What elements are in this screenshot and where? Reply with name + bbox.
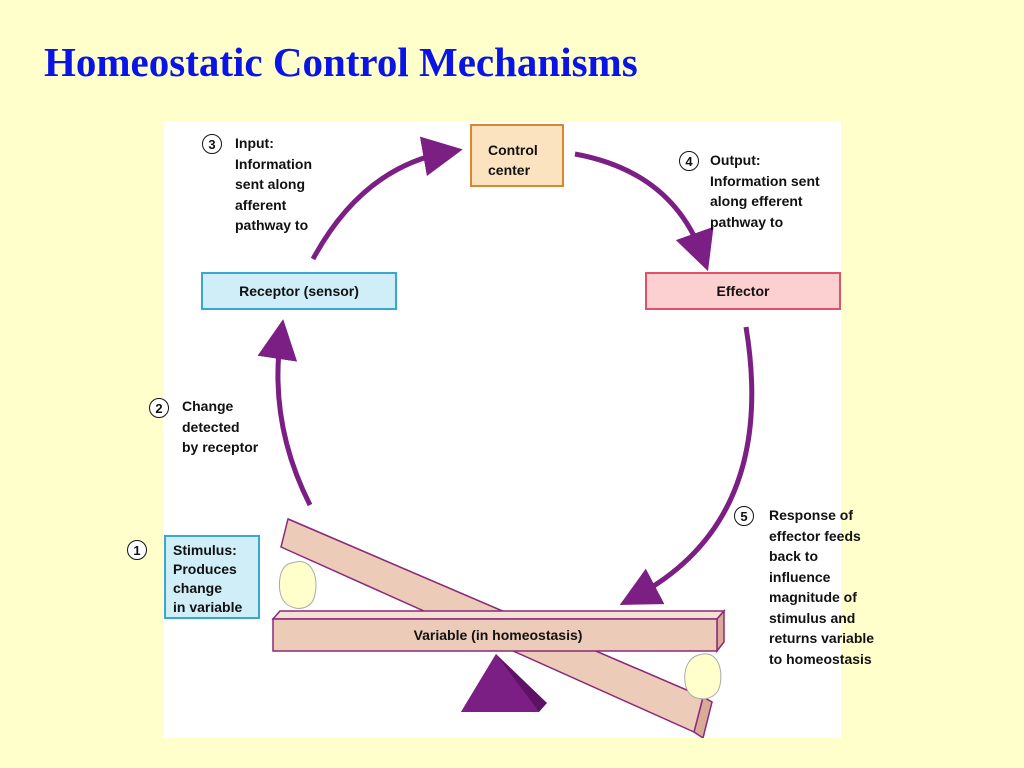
effector-label: Effector (716, 283, 770, 299)
step-4-line: Output: (710, 152, 761, 168)
seesaw-horizontal-beam (271, 609, 726, 654)
step-5-line: effector feeds (769, 527, 861, 544)
step-2-label: Change detected by receptor (182, 396, 258, 458)
arrow-receptor-to-control (310, 136, 463, 261)
step-5-label: Response of effector feeds back to influ… (769, 505, 874, 669)
step-3-line: Input: (235, 135, 274, 151)
arrow-stimulus-to-receptor (257, 319, 313, 507)
step-number-3: 3 (202, 134, 222, 154)
step-3-line: sent along (235, 176, 306, 192)
step-5-line: magnitude of (769, 589, 857, 605)
diagram-panel: Control center Receptor (sensor) Effecto… (127, 122, 874, 738)
step-3-line: pathway to (235, 217, 309, 233)
stimulus-line: change (173, 580, 223, 596)
step-5-line: Response of (769, 507, 854, 523)
stimulus-line: Stimulus: (173, 542, 237, 558)
weight-left (278, 561, 317, 609)
step-4-line: pathway to (710, 213, 784, 230)
receptor-label: Receptor (sensor) (239, 283, 359, 299)
step-2-line: detected (182, 418, 240, 435)
step-5-line: returns variable (769, 630, 875, 646)
step-2-line: Change (182, 398, 234, 414)
step-number-4: 4 (679, 151, 699, 171)
stimulus-line: Produces (173, 561, 237, 577)
step-3-line: afferent (235, 196, 287, 213)
control-center-line: Control (488, 142, 538, 158)
step-3-label: Input: Information sent along afferent p… (235, 133, 312, 236)
slide-title: Homeostatic Control Mechanisms (44, 39, 638, 85)
step-4-line: Information sent (710, 172, 820, 189)
step-5-line: to homeostasis (769, 650, 872, 667)
control-center-box: Control center (470, 124, 564, 187)
diagram-graphics (257, 136, 755, 738)
step-4-label: Output: Information sent along efferent … (710, 150, 820, 232)
step-number-2: 2 (149, 398, 169, 418)
step-number-5: 5 (734, 506, 754, 526)
step-4-line: along efferent (710, 193, 803, 209)
step-5-line: influence (769, 568, 831, 585)
step-5-line: back to (769, 548, 819, 564)
step-3-line: Information (235, 155, 312, 172)
stimulus-line: in variable (173, 599, 243, 615)
control-center-line: center (488, 162, 531, 178)
receptor-box: Receptor (sensor) (201, 272, 397, 310)
stimulus-box: Stimulus: Produces change in variable (164, 535, 260, 619)
step-2-line: by receptor (182, 439, 259, 455)
weight-right (684, 653, 722, 700)
arrow-effector-to-variable (619, 326, 755, 605)
effector-box: Effector (645, 272, 841, 310)
step-5-line: stimulus and (769, 609, 856, 626)
step-number-1: 1 (127, 540, 147, 560)
variable-label: Variable (in homeostasis) (413, 627, 583, 643)
fulcrum (461, 654, 547, 712)
arrow-control-to-effector (574, 151, 714, 272)
